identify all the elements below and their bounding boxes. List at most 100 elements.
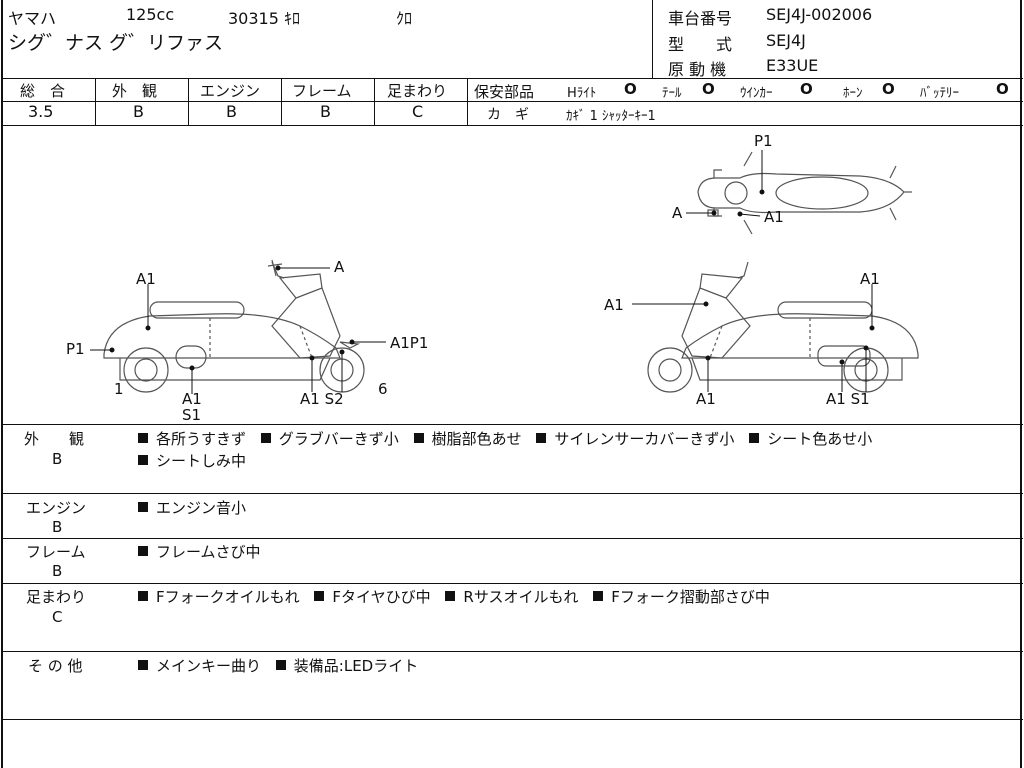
displacement: 125cc	[126, 5, 175, 24]
engine-grade-label: エンジン	[200, 82, 261, 100]
suspension-notes: Fフォークオイルもれ Fタイヤひび中 Rサスオイルもれ Fフォーク摺動部さび中	[138, 586, 780, 607]
diagram-label: A1	[696, 390, 716, 408]
battery-label: ﾊﾞｯﾃﾘｰ	[920, 86, 959, 101]
frame-grade: B	[320, 102, 331, 121]
note-item: フレームさび中	[156, 543, 261, 561]
diagram-label: A1	[860, 270, 880, 288]
safety-label: 保安部品	[474, 83, 535, 101]
grid-line	[188, 78, 189, 125]
grid-line	[1, 651, 1023, 652]
exterior-notes-2: シートしみ中	[138, 450, 256, 471]
diagram-label: A1P1	[390, 334, 428, 352]
note-item: シート色あせ小	[767, 430, 873, 448]
engine-code: E33UE	[766, 56, 819, 75]
notes-suspension-label: 足まわり	[26, 588, 87, 606]
engine-grade: B	[226, 102, 237, 121]
suspension-grade-label: 足まわり	[387, 82, 448, 100]
grid-line	[1, 583, 1023, 584]
note-item: Rサスオイルもれ	[463, 588, 579, 606]
exterior-label: 外 観	[112, 82, 158, 100]
grid-line	[1, 78, 1023, 79]
grid-line	[1, 719, 1023, 720]
note-item: エンジン音小	[156, 499, 247, 517]
horn-ok-icon: O	[882, 80, 895, 98]
notes-engine-label: エンジン	[26, 499, 87, 517]
header-divider	[652, 0, 653, 78]
grid-line	[468, 101, 1023, 102]
diagram-label: 1	[114, 380, 124, 398]
grid-line	[95, 78, 96, 125]
note-item: 装備品:LEDライト	[293, 657, 419, 675]
frame-no-label: 車台番号	[668, 9, 733, 28]
engine-notes: エンジン音小	[138, 497, 256, 518]
diagram-label: A1	[136, 270, 156, 288]
note-item: グラブバーきず小	[278, 430, 399, 448]
engine-label: 原 動 機	[668, 60, 727, 79]
headlight-label: Hﾗｲﾄ	[567, 86, 597, 101]
diagram-label: A	[334, 258, 345, 276]
frame-no: SEJ4J-002006	[766, 5, 873, 24]
tail-label: ﾃｰﾙ	[662, 86, 682, 101]
grid-line	[1, 101, 468, 102]
key-value: ｶｷﾞ 1 ｼｬｯﾀｰｷｰ1	[566, 109, 656, 124]
total-label: 総 合	[20, 82, 66, 100]
scooter-right-view-icon	[647, 261, 919, 393]
mileage: 30315 ｷﾛ	[228, 9, 300, 28]
exterior-notes: 各所うすきず グラブバーきず小 樹脂部色あせ サイレンサーカバーきず小 シート色…	[138, 428, 882, 449]
frame-notes: フレームさび中	[138, 541, 271, 562]
maker: ヤマハ	[8, 9, 57, 28]
horn-label: ﾎｰﾝ	[843, 86, 863, 101]
note-item: Fフォークオイルもれ	[156, 588, 300, 606]
note-item: サイレンサーカバーきず小	[554, 430, 735, 448]
other-notes: メインキー曲り 装備品:LEDライト	[138, 655, 428, 676]
model-code: SEJ4J	[766, 31, 806, 50]
diagram-label: S1	[182, 406, 201, 424]
notes-frame-grade: B	[52, 562, 63, 580]
headlight-ok-icon: O	[624, 80, 637, 98]
winker-ok-icon: O	[800, 80, 813, 98]
grid-line	[374, 78, 375, 125]
battery-ok-icon: O	[996, 80, 1009, 98]
diagram-label: A1 S2	[300, 390, 344, 408]
note-item: Fフォーク摺動部さび中	[611, 588, 770, 606]
notes-suspension-grade: C	[52, 608, 63, 626]
key-label: カ ギ	[487, 107, 529, 123]
notes-engine-grade: B	[52, 518, 63, 536]
scooter-top-view-icon	[697, 151, 912, 235]
diagram-label: A1	[764, 208, 784, 226]
model-name: シグ゛ナス グ゛リファス	[8, 32, 224, 54]
grid-line	[467, 78, 468, 125]
notes-frame-label: フレーム	[26, 543, 86, 561]
diagram-label: P1	[754, 132, 773, 150]
grid-line	[1, 493, 1023, 494]
diagram-label: A1	[182, 390, 202, 408]
diagram-label: P1	[66, 340, 85, 358]
notes-other-label: そ の 他	[28, 657, 83, 675]
exterior-grade: B	[133, 102, 144, 121]
note-item: Fタイヤひび中	[332, 588, 431, 606]
total-grade: 3.5	[28, 102, 54, 121]
diagram-label: 6	[378, 380, 388, 398]
grid-line	[281, 78, 282, 125]
note-item: シートしみ中	[156, 452, 247, 470]
suspension-grade: C	[412, 102, 424, 121]
note-item: メインキー曲り	[156, 657, 262, 675]
model-label: 型 式	[668, 35, 733, 54]
tail-ok-icon: O	[702, 80, 715, 98]
damage-diagram: P1 A A1 A A1 P1 1 A1 S1 A1 S2 6 A1P1 A1 …	[66, 132, 919, 424]
grid-line	[1, 538, 1023, 539]
note-item: 樹脂部色あせ	[431, 430, 522, 448]
winker-label: ｳｲﾝｶｰ	[740, 86, 773, 101]
frame-grade-label: フレーム	[292, 82, 352, 100]
grid-line	[1, 424, 1023, 425]
color: ｸﾛ	[396, 9, 413, 28]
notes-exterior-grade: B	[52, 450, 63, 468]
diagram-label: A	[672, 204, 683, 222]
diagram-label: A1 S1	[826, 390, 870, 408]
note-item: 各所うすきず	[156, 430, 247, 448]
diagram-label: A1	[604, 296, 624, 314]
grid-line	[1, 125, 1023, 126]
notes-exterior-label: 外 観	[24, 430, 85, 448]
